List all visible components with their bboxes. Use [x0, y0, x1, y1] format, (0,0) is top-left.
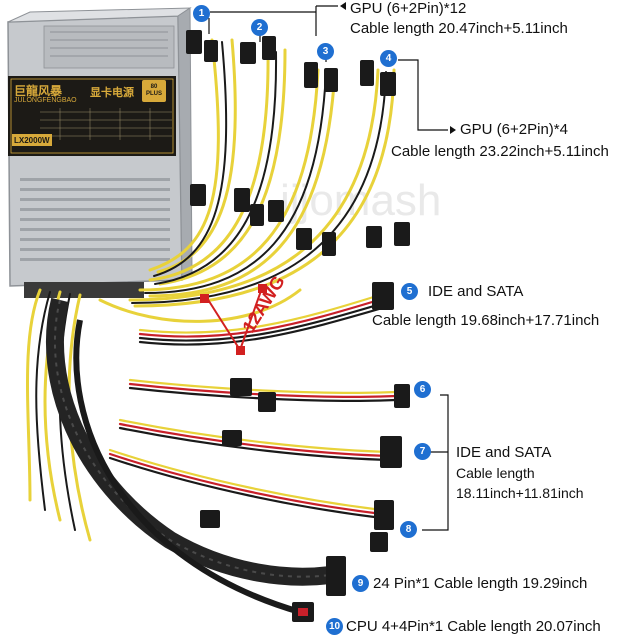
gpu-12-title: GPU (6+2Pin)*12 [350, 0, 467, 17]
awg-marker: 12AWG [200, 272, 289, 355]
ide-sata-length-2b: 18.11inch+11.81inch [456, 485, 584, 501]
psu-model: LX2000W [14, 136, 50, 145]
callout-badge-10: 10 [326, 618, 343, 635]
callout-badge-3: 3 [317, 43, 334, 60]
ide-sata-length-2a: Cable length [456, 465, 535, 481]
24-pin-connector [326, 556, 346, 596]
callout-badge-9: 9 [352, 575, 369, 592]
gpu-4-length: Cable length 23.22inch+5.11inch [391, 143, 609, 160]
gpu-connectors [186, 30, 410, 256]
callout-badge-2: 2 [251, 19, 268, 36]
callout-badge-6: 6 [414, 381, 431, 398]
80-plus-logo [142, 80, 166, 102]
gpu-12-length: Cable length 20.47inch+5.11inch [350, 20, 568, 37]
psu-80plus-text: 80 PLUS [145, 84, 162, 97]
ide-sata-title-1: IDE and SATA [428, 283, 524, 300]
psu-brand-cn: 巨龍风暴 [14, 84, 63, 98]
cpu-label: CPU 4+4Pin*1 Cable length 20.07inch [346, 618, 601, 635]
ide-sata-cables [108, 282, 410, 552]
callout-badge-8: 8 [400, 521, 417, 538]
callout-badge-1: 1 [193, 5, 210, 22]
ide-sata-title-2: IDE and SATA [456, 444, 552, 461]
callout-leader-lines [208, 5, 449, 531]
24-pin-label: 24 Pin*1 Cable length 19.29inch [373, 575, 588, 592]
watermark-text: ijjomash [280, 176, 441, 225]
callout-badge-7: 7 [414, 443, 431, 460]
gpu-4-title: GPU (6+2Pin)*4 [460, 121, 568, 138]
psu-brand-en: JULONGFENGBAO [14, 97, 77, 104]
psu-product-cn: 显卡电源 [90, 87, 134, 99]
ide-sata-length-1: Cable length 19.68inch+17.71inch [372, 312, 600, 329]
24-pin-cable [45, 297, 346, 622]
callout-badge-5: 5 [401, 283, 418, 300]
psu-unit [7, 7, 193, 298]
callout-badge-4: 4 [380, 50, 397, 67]
